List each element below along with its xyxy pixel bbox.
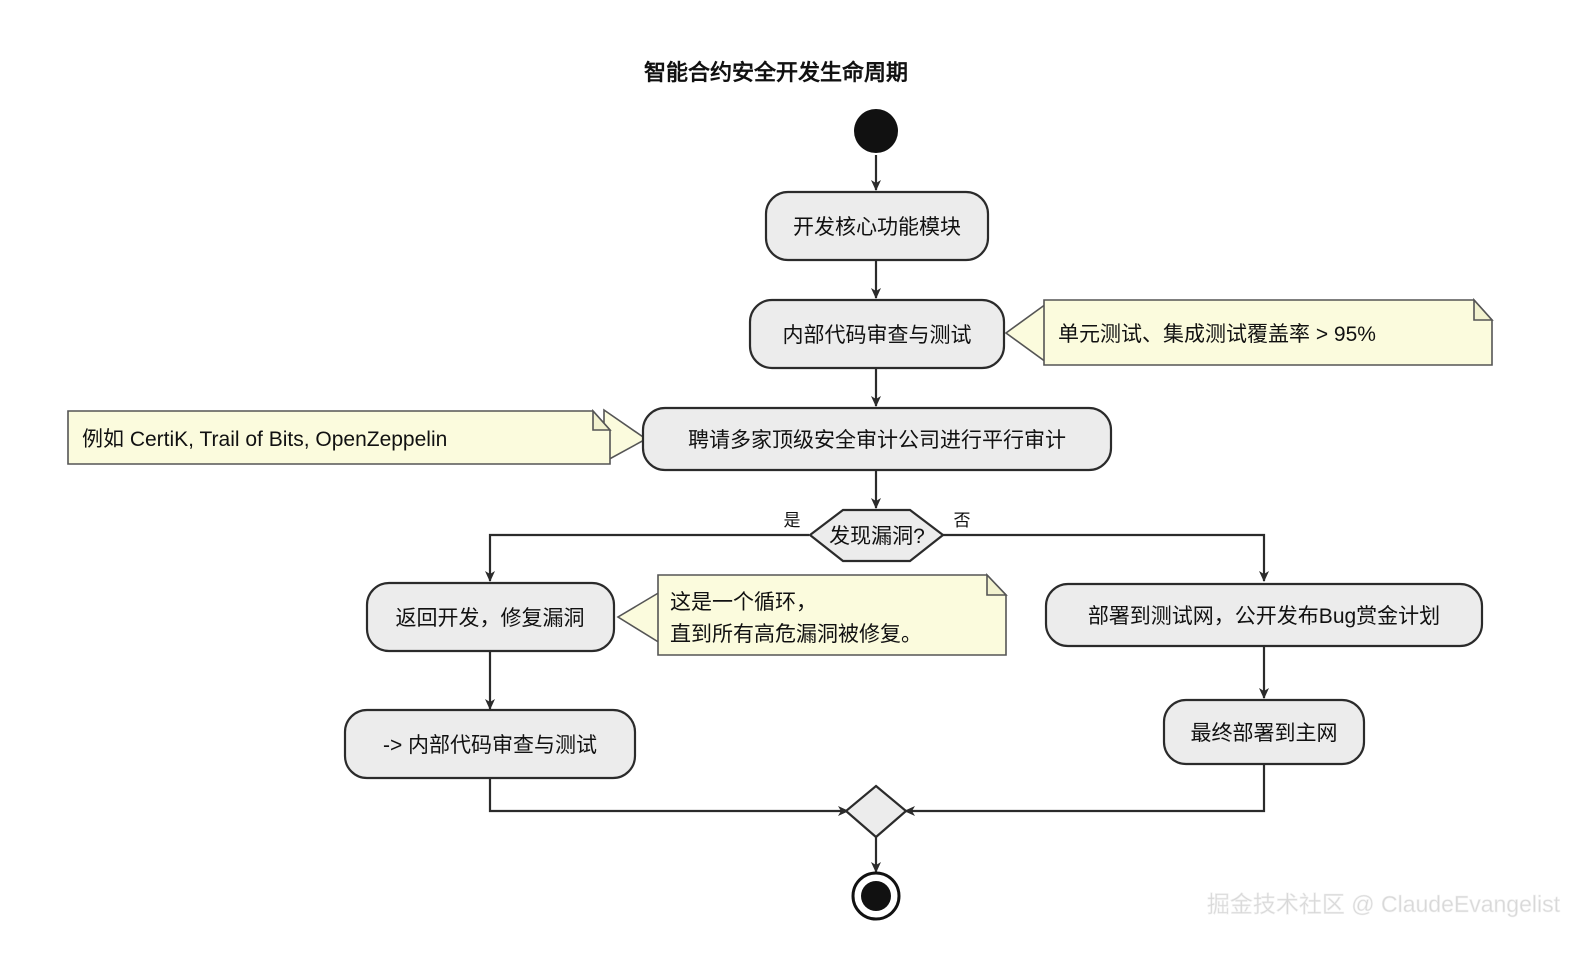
note-loop-fold (986, 572, 1008, 596)
node-audit-box[interactable] (641, 406, 1113, 472)
watermark: 掘金技术社区 @ ClaudeEvangelist (1207, 891, 1561, 917)
node-mainnet-box[interactable] (1162, 698, 1366, 766)
node-end (851, 871, 901, 921)
start-node-circle (854, 109, 898, 153)
edge-decision-yes-to-fix (485, 533, 809, 582)
node-loop-back[interactable]: -> 内部代码审查与测试 (343, 708, 637, 780)
node-internal-review[interactable]: 内部代码审查与测试 (748, 298, 1006, 370)
note-coverage-label: 单元测试、集成测试覆盖率 > 95% (1058, 323, 1376, 346)
edge-label-yes: 是 (784, 511, 801, 530)
node-testnet-label: 部署到测试网，公开发布Bug赏金计划 (1088, 605, 1440, 628)
note-loop-tail (616, 590, 661, 645)
edge-mainnet-to-merge (904, 764, 1266, 816)
node-audit[interactable]: 聘请多家顶级安全审计公司进行平行审计 (641, 406, 1113, 472)
note-auditors-body (67, 410, 611, 465)
note-coverage-body (1043, 299, 1493, 366)
note-loop-line1: 这是一个循环， (670, 591, 817, 614)
note-auditors-fold (592, 408, 612, 431)
node-develop[interactable]: 开发核心功能模块 (764, 190, 990, 262)
node-fix[interactable]: 返回开发，修复漏洞 (365, 581, 616, 653)
node-testnet[interactable]: 部署到测试网，公开发布Bug赏金计划 (1044, 582, 1484, 648)
note-loop-body (657, 574, 1007, 656)
node-decision-shape[interactable] (808, 508, 945, 563)
edge-decision-no-to-testnet (943, 533, 1269, 582)
node-testnet-box[interactable] (1044, 582, 1484, 648)
note-coverage: 单元测试、集成测试覆盖率 > 95% (1004, 297, 1494, 366)
edge-layer (485, 155, 1269, 873)
edge-label-no: 否 (954, 511, 971, 530)
note-coverage-tail (1004, 302, 1047, 364)
note-auditors: 例如 CertiK, Trail of Bits, OpenZeppelin (67, 408, 648, 465)
page-title: 智能合约安全开发生命周期 (644, 60, 908, 85)
node-internal-review-box[interactable] (748, 298, 1006, 370)
note-loop: 这是一个循环， 直到所有高危漏洞被修复。 (616, 572, 1008, 656)
end-node-core (861, 881, 891, 911)
note-auditors-label: 例如 CertiK, Trail of Bits, OpenZeppelin (82, 428, 447, 451)
note-coverage-fold (1473, 297, 1494, 321)
node-fix-box[interactable] (365, 581, 616, 653)
note-loop-line2: 直到所有高危漏洞被修复。 (670, 623, 922, 646)
node-fix-label: 返回开发，修复漏洞 (396, 607, 585, 630)
node-mainnet[interactable]: 最终部署到主网 (1162, 698, 1366, 766)
edge-loopback-to-merge (488, 777, 849, 816)
node-decision-label: 发现漏洞? (829, 525, 925, 548)
node-internal-review-label: 内部代码审查与测试 (783, 324, 972, 347)
node-merge-shape (844, 784, 908, 839)
node-develop-label: 开发核心功能模块 (793, 216, 961, 239)
node-start (854, 109, 898, 153)
node-decision[interactable]: 发现漏洞? (808, 508, 945, 563)
node-loop-back-label: -> 内部代码审查与测试 (383, 734, 597, 757)
node-mainnet-label: 最终部署到主网 (1191, 722, 1338, 745)
node-merge (844, 784, 908, 839)
node-audit-label: 聘请多家顶级安全审计公司进行平行审计 (688, 429, 1066, 452)
node-develop-box[interactable] (764, 190, 990, 262)
node-loop-back-box[interactable] (343, 708, 637, 780)
